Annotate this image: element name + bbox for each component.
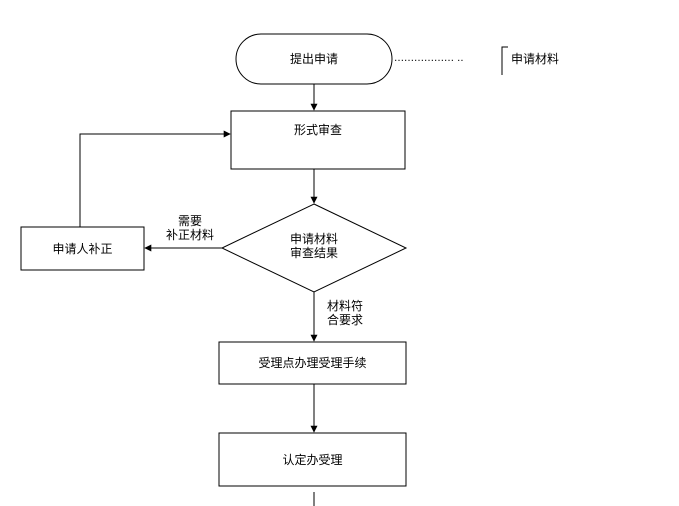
decision-label-line1: 申请材料 <box>289 232 338 246</box>
supplement-label: 申请人补正 <box>52 242 113 256</box>
formal-review-node <box>230 110 406 170</box>
edge-need-line1: 需要 <box>177 214 202 228</box>
submit-label: 提出申请 <box>289 52 338 66</box>
annotation-bracket <box>501 46 508 75</box>
accept-procedure-node <box>218 341 407 385</box>
formal-review-label: 形式审查 <box>293 123 342 137</box>
decision-label-line2: 审查结果 <box>289 246 338 260</box>
arrow-supplement-to-review <box>79 130 231 227</box>
supplement-node <box>20 226 145 271</box>
approve-label: 认定办受理 <box>282 453 343 467</box>
edge-need-line2: 补正材料 <box>165 228 214 242</box>
accept-procedure-label: 受理点办理受理手续 <box>258 356 367 370</box>
edge-meets-line1: 材料符 <box>326 299 363 313</box>
annotation-dots: ……………… .. <box>394 53 464 64</box>
approve-node <box>218 432 407 487</box>
edge-meets-line2: 合要求 <box>326 313 363 327</box>
annotation-materials: 申请材料 <box>511 52 560 66</box>
